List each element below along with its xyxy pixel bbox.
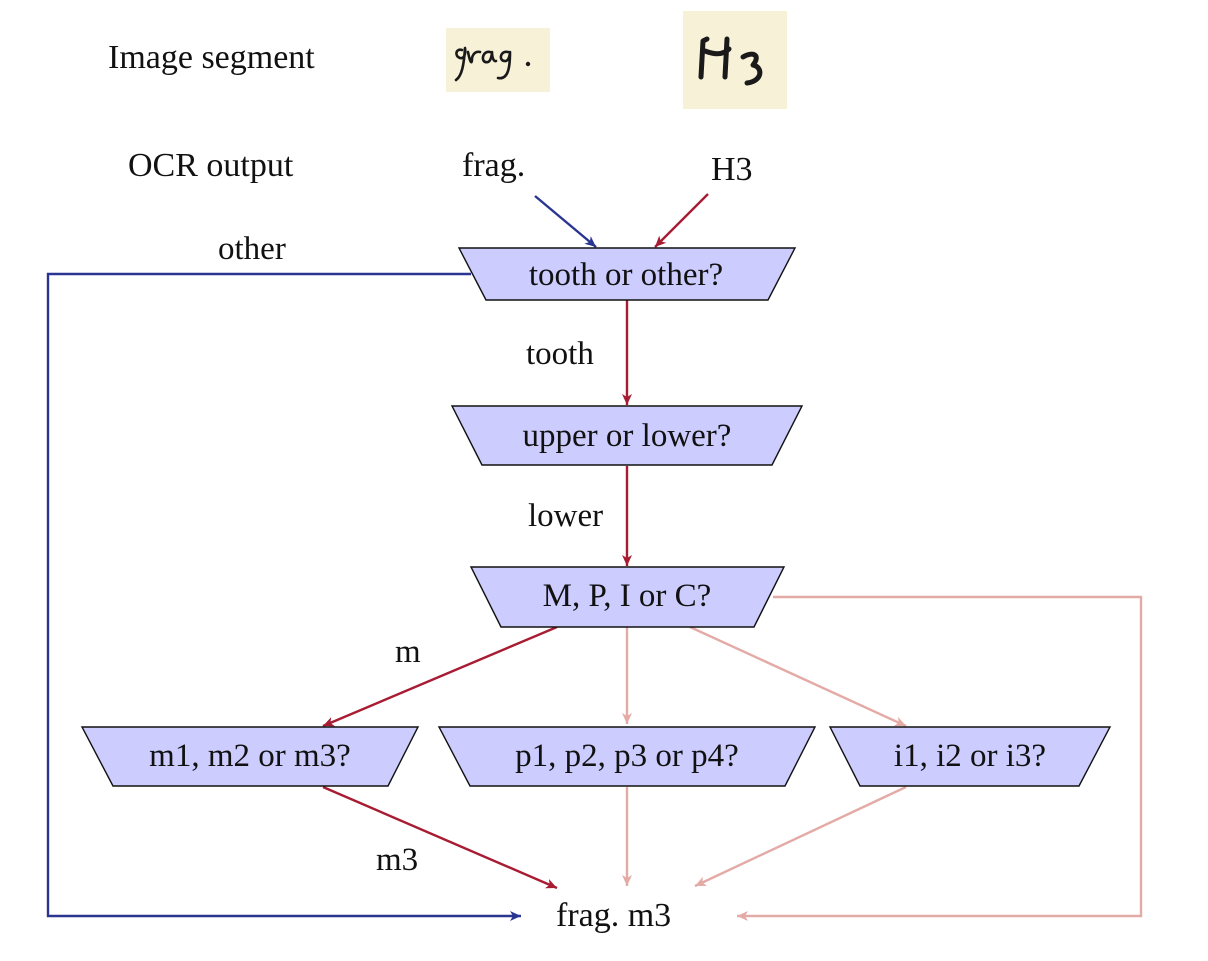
- edge-frag-to-tooth-or-other: [534, 195, 597, 248]
- node-upper-or-lower-label: upper or lower?: [523, 418, 732, 454]
- edge-other-to-result: [46, 272, 521, 921]
- node-molar: [80, 726, 420, 787]
- node-mpic-label: M, P, I or C?: [543, 578, 712, 614]
- node-molar-label: m1, m2 or m3?: [149, 738, 351, 774]
- edge-m: [322, 625, 558, 728]
- node-incisor-label: i1, i2 or i3?: [894, 738, 1046, 774]
- image-segment-label: Image segment: [108, 39, 315, 76]
- edge-label-m: m: [395, 634, 421, 670]
- edge-label-tooth: tooth: [526, 336, 594, 372]
- edge-h3-to-tooth-or-other: [654, 193, 709, 248]
- ocr-output-frag: frag.: [462, 147, 526, 184]
- node-premolar: [437, 726, 817, 787]
- edge-label-lower: lower: [528, 498, 604, 534]
- edge-m3: [322, 785, 558, 890]
- node-premolar-label: p1, p2, p3 or p4?: [515, 738, 739, 774]
- ocr-output-label: OCR output: [128, 147, 294, 184]
- handwriting-image-h3: [683, 11, 787, 109]
- edge-label-m3: m3: [376, 842, 419, 878]
- result-label: frag. m3: [556, 897, 672, 934]
- node-tooth-or-other-label: tooth or other?: [529, 257, 723, 293]
- node-upper-or-lower: [450, 405, 804, 466]
- node-mpic: [469, 566, 786, 628]
- ocr-output-h3: H3: [711, 151, 753, 188]
- edge-label-other: other: [218, 231, 286, 267]
- edge-mpic-to-result: [737, 595, 1143, 921]
- edge-incisor-to-result: [694, 785, 907, 888]
- node-tooth-or-other: [457, 247, 797, 301]
- node-incisor: [828, 726, 1112, 787]
- handwriting-image-frag: [446, 28, 550, 92]
- edge-mpic-to-incisor: [689, 625, 907, 728]
